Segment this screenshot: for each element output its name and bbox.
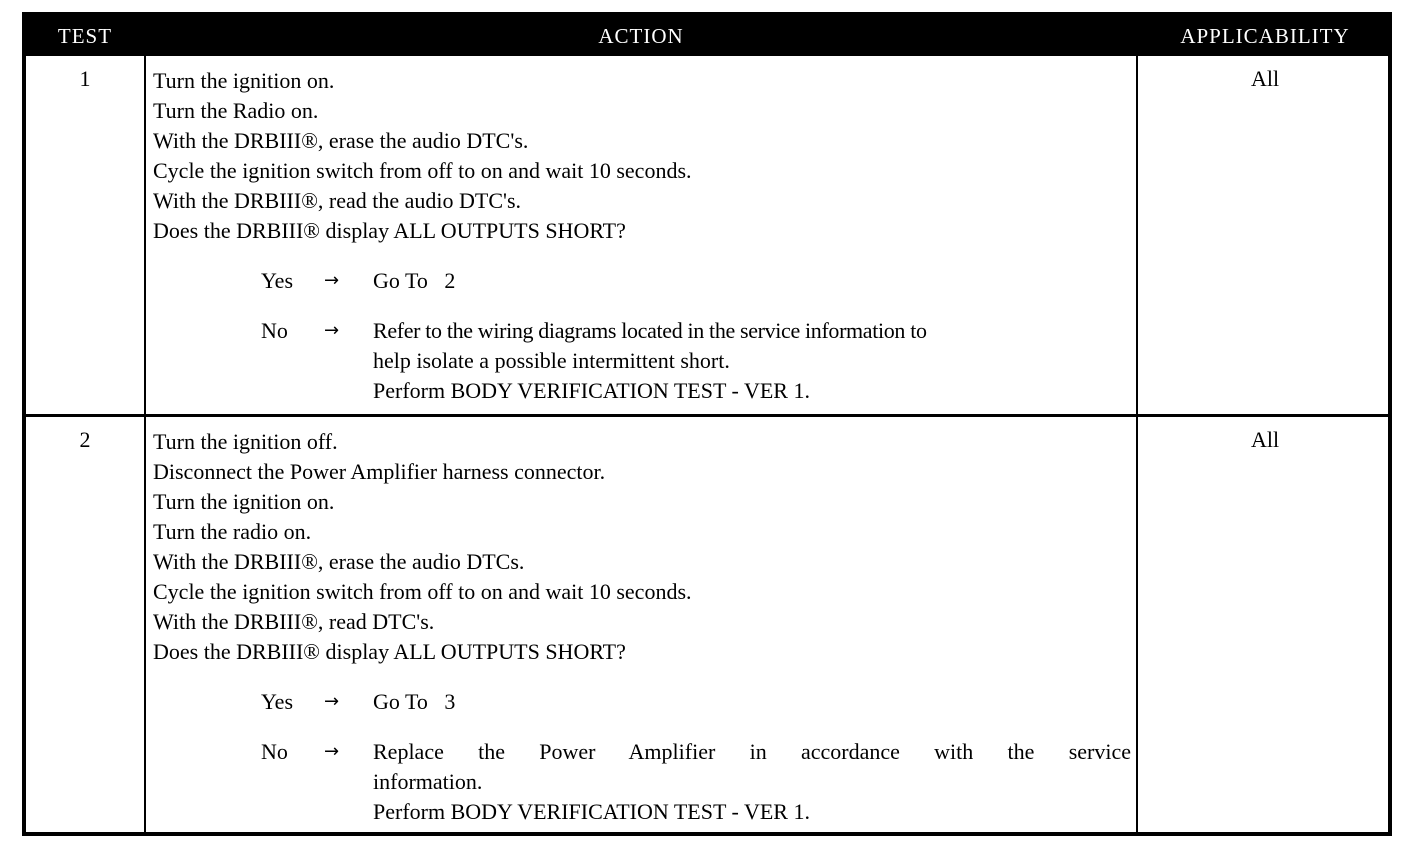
yes-label: Yes	[261, 268, 294, 293]
action-step: Turn the ignition on.	[153, 489, 335, 514]
yes-label: Yes	[261, 689, 294, 714]
table-row-test-1: 1 Turn the ignition on. Turn the Radio o…	[26, 56, 1388, 414]
action-step: With the DRBIII®, read the audio DTC's.	[153, 188, 522, 213]
yes-branch: Yes → Go To 3	[153, 687, 1131, 717]
no-instruction-line: Replace the Power Amplifier in accordanc…	[373, 739, 1131, 764]
action-step: Does the DRBIII® display ALL OUTPUTS SHO…	[153, 639, 626, 664]
action-step: With the DRBIII®, erase the audio DTCs.	[153, 549, 525, 574]
yes-goto: Go To 2	[373, 268, 456, 293]
right-arrow-icon: →	[324, 270, 340, 291]
action-step: Turn the ignition off.	[153, 429, 338, 454]
action-step: Turn the radio on.	[153, 519, 312, 544]
action-cell: Turn the ignition on. Turn the Radio on.…	[153, 66, 1131, 406]
action-step: Turn the ignition on.	[153, 68, 335, 93]
action-cell: Turn the ignition off. Disconnect the Po…	[153, 427, 1131, 827]
applicability-cell: All	[1250, 66, 1280, 91]
header-action: ACTION	[598, 24, 684, 48]
action-step: Turn the Radio on.	[153, 98, 319, 123]
test-number: 1	[79, 66, 91, 91]
yes-goto: Go To 3	[373, 689, 456, 714]
action-step: Cycle the ignition switch from off to on…	[153, 579, 692, 604]
no-instruction-line: Perform BODY VERIFICATION TEST - VER 1.	[373, 378, 810, 403]
action-step: Cycle the ignition switch from off to on…	[153, 158, 692, 183]
no-instruction-line: information.	[373, 769, 483, 794]
table-header: TEST ACTION APPLICABILITY	[26, 16, 1388, 56]
header-applicability: APPLICABILITY	[1180, 24, 1350, 48]
applicability-cell: All	[1250, 427, 1280, 452]
yes-branch: Yes → Go To 2	[153, 266, 1131, 296]
table-row-test-2: 2 Turn the ignition off. Disconnect the …	[26, 417, 1388, 836]
test-number: 2	[79, 427, 91, 452]
right-arrow-icon: →	[324, 741, 340, 762]
action-step: With the DRBIII®, read DTC's.	[153, 609, 435, 634]
no-label: No	[261, 739, 288, 764]
no-branch: No → Refer to the wiring diagrams locate…	[153, 316, 1131, 406]
diagnostic-test-table: TEST ACTION APPLICABILITY 1 Turn the ign…	[22, 12, 1392, 836]
no-instructions: Refer to the wiring diagrams located in …	[373, 316, 1131, 406]
action-step: With the DRBIII®, erase the audio DTC's.	[153, 128, 529, 153]
action-step: Does the DRBIII® display ALL OUTPUTS SHO…	[153, 218, 626, 243]
no-instructions: Replace the Power Amplifier in accordanc…	[373, 737, 1131, 827]
action-step: Disconnect the Power Amplifier harness c…	[153, 459, 606, 484]
no-branch: No → Replace the Power Amplifier in acco…	[153, 737, 1131, 827]
no-instruction-line: help isolate a possible intermittent sho…	[373, 348, 730, 373]
column-divider	[1136, 56, 1138, 836]
right-arrow-icon: →	[324, 320, 340, 341]
right-arrow-icon: →	[324, 691, 340, 712]
row-divider	[26, 414, 1388, 417]
header-test: TEST	[57, 24, 113, 48]
no-instruction-line: Refer to the wiring diagrams located in …	[373, 318, 927, 343]
column-divider	[144, 56, 146, 836]
no-instruction-line: Perform BODY VERIFICATION TEST - VER 1.	[373, 799, 810, 824]
no-label: No	[261, 318, 288, 343]
